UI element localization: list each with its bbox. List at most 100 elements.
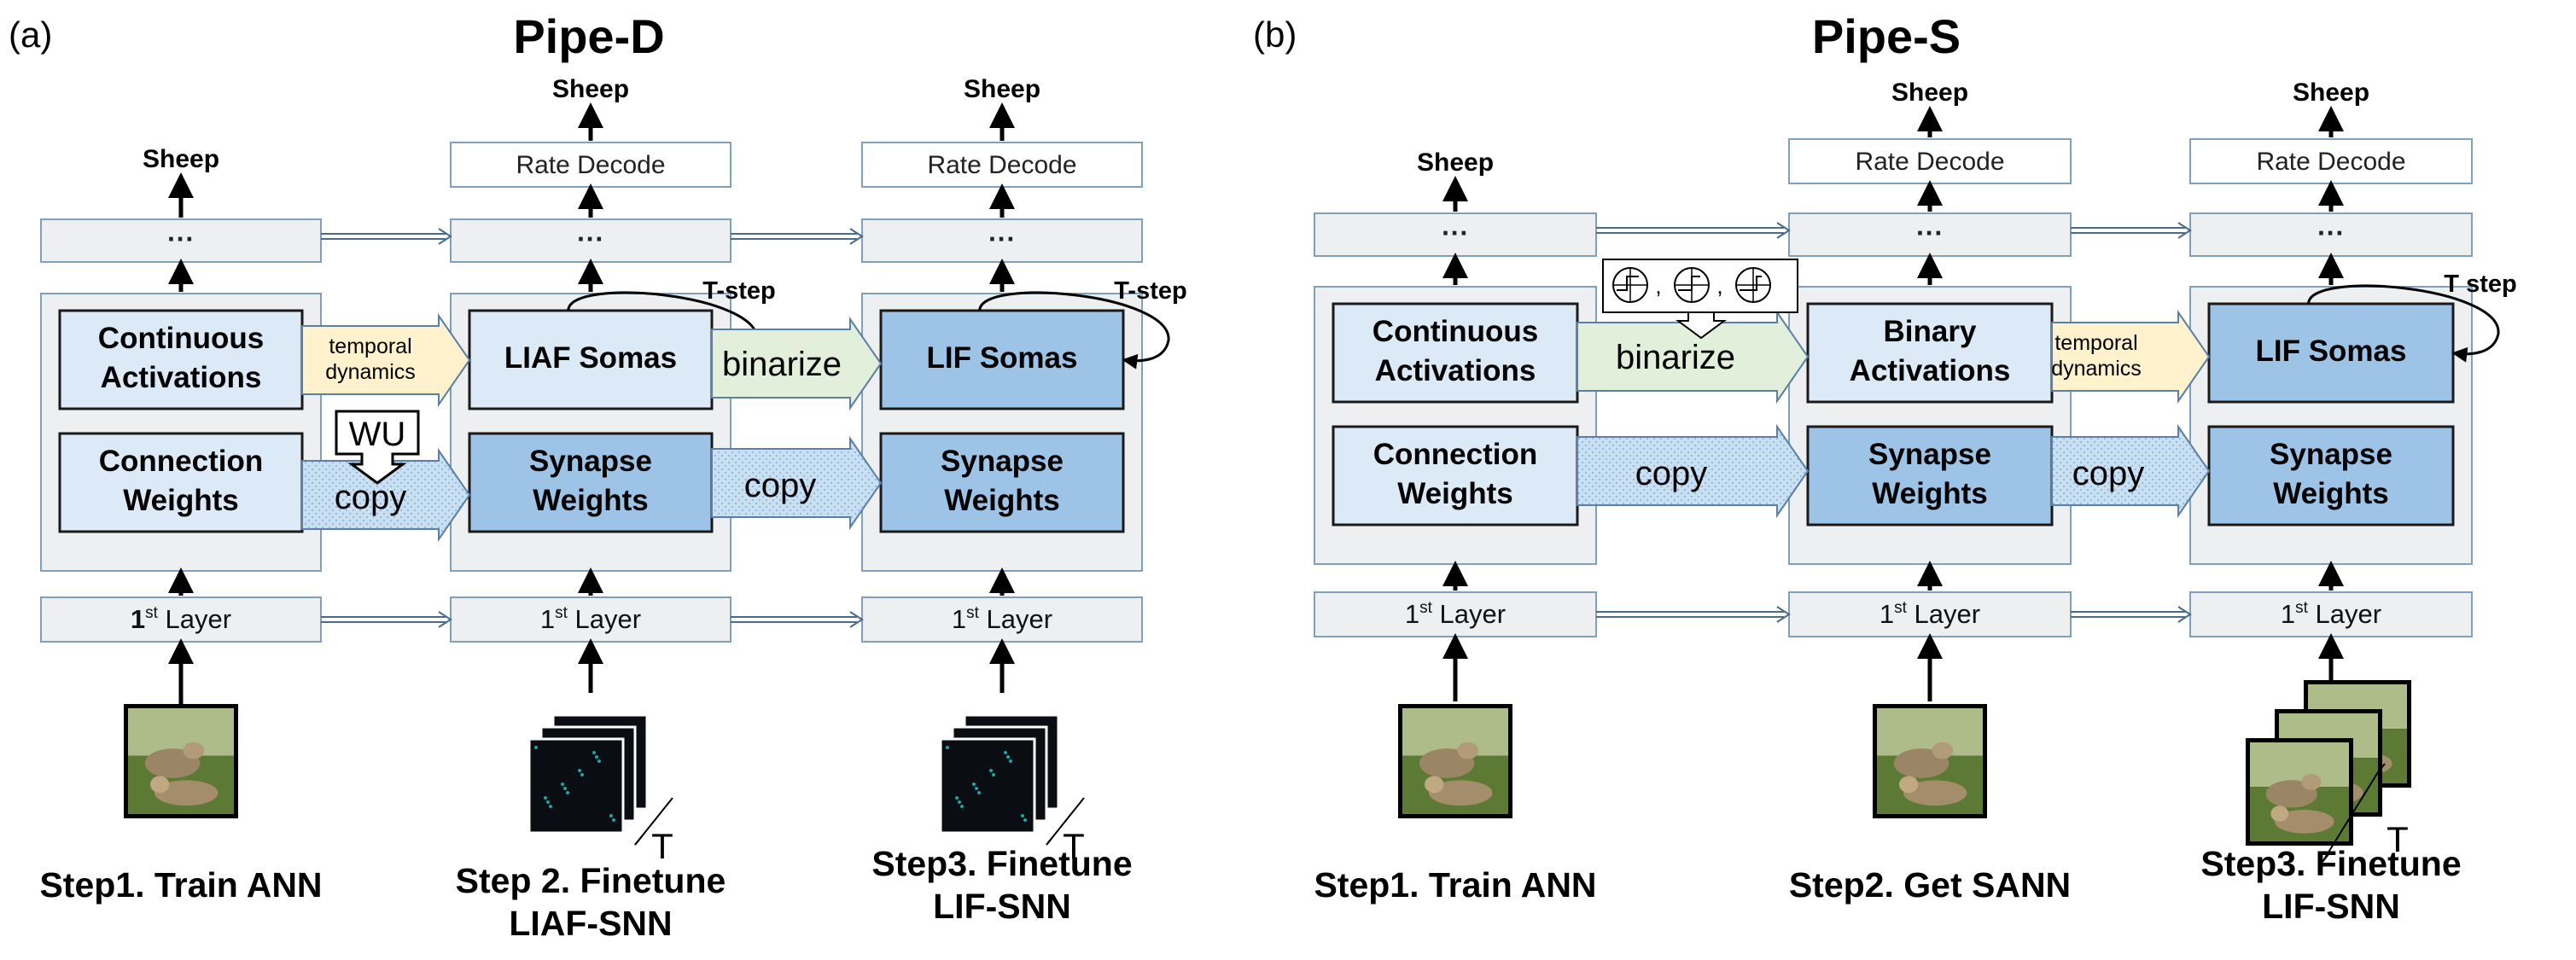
layer-word: Layer [979,604,1052,634]
ram-head [183,742,205,759]
layer-link-arrow [2071,606,2192,623]
temporal-dynamics-label-line: temporal [2054,331,2137,355]
spike-dot [561,783,564,786]
input-image [124,704,238,818]
weights-label-line: Synapse [529,445,652,478]
layer-superscript: st [1419,599,1433,617]
rate-decode-box [2189,138,2473,184]
spike-dot [958,800,961,804]
neuron-label-line: Activations [1375,354,1536,387]
ram-head [1457,742,1479,759]
output-label: Sheep [1891,79,1968,107]
double-arrow-head [849,611,864,628]
neuron-label-line: Continuous [98,322,264,355]
brace-end [2377,763,2386,773]
layer-number: 1 [540,604,555,634]
step-curve [1617,276,1639,291]
weights-label-line: Weights [2273,477,2388,510]
neuron-label-line: LIAF Somas [504,341,677,375]
neuron-box [468,309,714,410]
spike-dot [975,787,978,790]
spike-dot [1004,751,1007,754]
ram-body-2 [1903,780,1967,806]
spike-dot [1006,755,1010,759]
spike-frame [939,737,1036,835]
neuron-label-line: LIF Somas [2256,335,2407,368]
spike-dot [549,805,552,808]
first-layer-label: 1st Layer [2281,599,2381,629]
spike-dot [977,791,981,794]
ram-head [1932,742,1954,759]
t-brace [1046,797,1085,846]
neuron-label-text: LIF Somas [2256,335,2407,368]
image-sky [2250,742,2349,788]
layer-word: Layer [1432,599,1506,629]
hidden-layers-box [2189,212,2473,257]
neuron-label-line: LIF Somas [927,341,1078,375]
first-layer-label: 1st Layer [952,604,1052,634]
hidden-layers-dots: ··· [1916,218,1944,248]
neuron-label-line: Activations [1850,354,2011,387]
step-caption-line: Step3. Finetune [2200,844,2461,883]
binarize-label: binarize [1616,339,1735,376]
double-arrow-head [438,228,452,245]
step-caption-line: LIF-SNN [933,887,1071,926]
brace-end [634,835,643,846]
binarize-arrow [1576,309,1810,404]
spike-dot [563,787,567,790]
neuron-label-line: Binary [1884,315,1977,348]
weights-label-line: Synapse [2270,438,2392,471]
neuron-box [2207,302,2455,404]
input-spike-frames [527,713,649,835]
weights-label-line: Synapse [941,445,1064,478]
first-layer-label: 1st Layer [131,604,231,634]
first-layer-label: 1st Layer [1405,599,1506,629]
weights-label-line: Weights [123,484,238,517]
spike-frame [527,737,625,835]
temporal-dynamics-label-line: dynamics [2051,357,2142,381]
spike-dot [1009,759,1012,763]
first-layer-box [450,596,731,643]
double-arrow-head [2177,606,2192,623]
step-caption-line: Step3. Finetune [871,844,1132,883]
temporal-dynamics-label-line: dynamics [325,360,416,384]
weights-label-line: Weights [1872,477,1987,510]
hidden-layers-dots: ··· [2317,218,2345,248]
weights-label-line: Weights [533,484,648,517]
weights-label-line: Weights [1397,477,1512,510]
weights-box [879,432,1125,533]
tstep-label: T-step [702,277,775,305]
copy-label-1: copy [335,479,407,516]
layer-word: Layer [158,604,231,634]
neuron-label-line: Activations [101,361,262,394]
layer-superscript: st [1894,599,1908,617]
step-curve [1678,276,1700,291]
image-sky [1877,708,1983,756]
step-caption-line: Step1. Train ANN [1314,865,1596,905]
neuron-box [58,309,304,410]
step-caption-text: Step1. Train ANN [39,865,322,905]
copy-label-1: copy [1635,455,1708,492]
ram-head-2 [1425,776,1444,794]
spike-dot [989,769,993,772]
double-arrow-head [1776,222,1791,239]
rate-decode-label: Rate Decode [1855,148,2004,176]
brace-end [1046,835,1054,846]
